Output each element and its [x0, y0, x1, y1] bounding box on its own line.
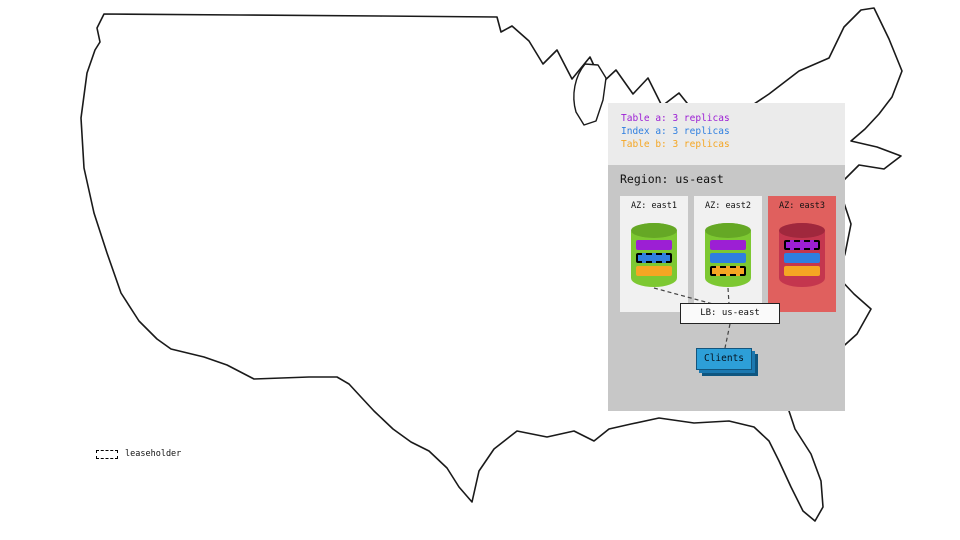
replica-index-a — [784, 253, 820, 263]
node-cylinder-east3-top — [779, 223, 825, 238]
leaseholder-swatch-icon — [96, 449, 118, 459]
replica-summary-box: Table a: 3 replicas Index a: 3 replicas … — [608, 103, 845, 165]
replica-table-b — [710, 266, 746, 276]
replica-table-a — [636, 240, 672, 250]
replica-index-a — [636, 253, 672, 263]
summary-table-a: Table a: 3 replicas — [621, 113, 730, 124]
region-title: Region: us-east — [620, 172, 724, 186]
az-east2: AZ: east2 — [694, 196, 762, 312]
replica-table-a — [784, 240, 820, 250]
az-east3-label: AZ: east3 — [778, 201, 826, 211]
replica-bars-east2 — [710, 240, 746, 279]
az-east3: AZ: east3 — [768, 196, 836, 312]
replica-table-b — [636, 266, 672, 276]
az-east2-label: AZ: east2 — [704, 201, 752, 211]
node-cylinder-east1-top — [631, 223, 677, 238]
region-box: Region: us-east AZ: east1 AZ: east2 — [608, 165, 845, 411]
replica-index-a — [710, 253, 746, 263]
replica-bars-east1 — [636, 240, 672, 279]
az-east1-label: AZ: east1 — [630, 201, 678, 211]
leaseholder-legend-label: leaseholder — [125, 449, 182, 459]
leaseholder-legend: leaseholder — [96, 449, 181, 459]
michigan-outline — [573, 63, 607, 126]
node-cylinder-east2-top — [705, 223, 751, 238]
node-cylinder-east2 — [705, 223, 751, 287]
replica-bars-east3 — [784, 240, 820, 279]
replica-table-a — [710, 240, 746, 250]
clients-box: Clients — [696, 348, 752, 370]
summary-table-b: Table b: 3 replicas — [621, 139, 730, 150]
node-cylinder-east1 — [631, 223, 677, 287]
replica-table-b — [784, 266, 820, 276]
summary-index-a: Index a: 3 replicas — [621, 126, 730, 137]
node-cylinder-east3 — [779, 223, 825, 287]
load-balancer-box: LB: us-east — [680, 303, 780, 324]
az-east1: AZ: east1 — [620, 196, 688, 312]
